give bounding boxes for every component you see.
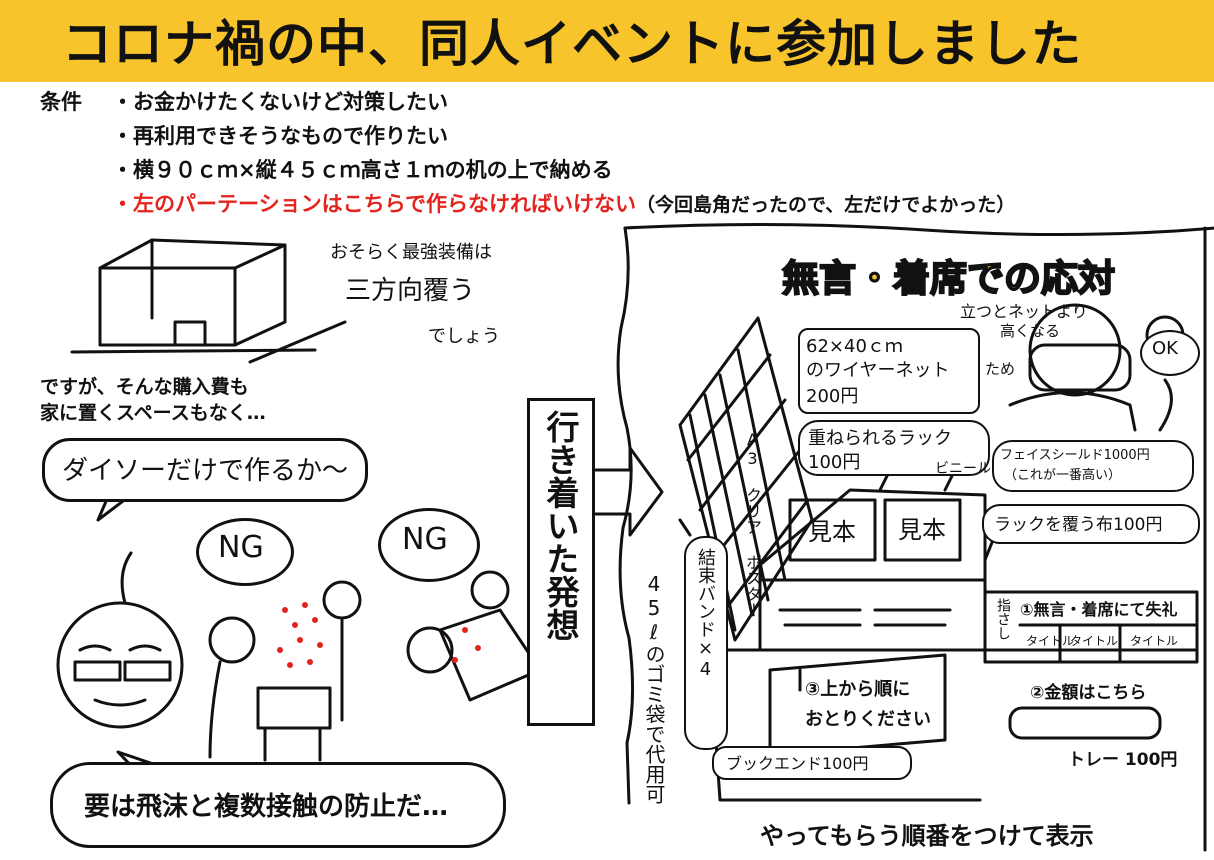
ng-bubble: [378, 508, 480, 582]
face-shield-label: フェイスシールド1000円: [1000, 448, 1150, 463]
condition-red-text: ・左のパーテーションはこちらで作らなければいけない: [112, 192, 636, 216]
condition-item: ・再利用できそうなもので作りたい: [112, 124, 448, 148]
step1-tag: タイトル: [1026, 634, 1075, 648]
stand-higher-note: 立つとネットより: [960, 302, 1088, 321]
wire-net-label: 62×40ｃｍ: [806, 336, 903, 357]
title-banner: [0, 0, 1214, 82]
step1-title: ①無言・着席にて失礼: [1020, 600, 1178, 619]
bookend-label-box: [712, 746, 912, 780]
conditions-label: 条件: [40, 90, 82, 114]
daiso-bubble-text: ダイソーだけで作るか～: [62, 456, 349, 486]
vinyl-label: ビニール: [935, 461, 991, 477]
idea-text: 行き着いた発想: [541, 410, 580, 641]
ok-bubble: [1140, 330, 1200, 376]
rack-label-box: [798, 420, 990, 476]
step1-side: 指さし: [995, 598, 1011, 640]
cloth-label: ラックを覆う布100円: [994, 515, 1163, 535]
daiso-speech-bubble: [42, 438, 368, 502]
cable-ties-label-box: [684, 536, 728, 750]
a3-poster-label: A3 クリア ポスター: [743, 430, 762, 618]
ng-bubble: [196, 518, 294, 586]
bottom-caption: やってもらう順番をつけて表示: [760, 822, 1094, 850]
condition-item: ・お金かけたくないけど対策したい: [112, 90, 448, 114]
however-text-2: 家に置くスペースもなく…: [40, 402, 266, 424]
step2-label: ②金額はこちら: [1030, 683, 1147, 703]
cloth-label-box: [982, 504, 1200, 544]
face-shield-label-box: [992, 440, 1194, 492]
right-panel-title: 無言・着席での応対: [781, 256, 1116, 301]
wire-net-label-box: [798, 328, 980, 414]
strongest-text-1: おそらく最強装備は: [330, 242, 492, 263]
condition-item: ・横９０ｃｍ×縦４５ｃｍ高さ１ｍの机の上で納める: [112, 158, 613, 182]
face-shield-note: （これが一番高い）: [1004, 468, 1122, 483]
ng-text: NG: [218, 530, 264, 565]
tray-label: トレー 100円: [1068, 750, 1178, 770]
ng-text: NG: [402, 522, 448, 557]
strongest-text-2: 三方向覆う: [345, 276, 476, 306]
step1-tag: タイトル: [1130, 634, 1179, 648]
step3-label: おとりください: [805, 709, 931, 730]
summary-bubble: [50, 762, 506, 848]
wire-net-label: のワイヤーネット: [806, 360, 950, 381]
stand-higher-note: 高くなる: [1000, 322, 1061, 340]
however-text-1: ですが、そんな購入費も: [40, 376, 249, 398]
summary-text: 要は飛沫と複数接触の防止だ…: [84, 792, 449, 822]
sample-label: 見本: [898, 516, 946, 544]
ok-text: OK: [1152, 338, 1178, 359]
condition-item-red: ・左のパーテーションはこちらで作らなければいけない（今回島角だったので、左だけで…: [112, 188, 1015, 218]
stand-higher-note: ため: [985, 360, 1016, 378]
idea-box: [527, 398, 595, 726]
step1-tag: タイトル: [1070, 634, 1119, 648]
bookend-label: ブックエンド100円: [726, 754, 869, 773]
strongest-text-3: でしょう: [428, 326, 500, 347]
condition-note: （今回島角だったので、左だけでよかった）: [635, 194, 1016, 216]
wire-net-price: 200円: [806, 386, 859, 407]
sample-label: 見本: [808, 518, 856, 546]
rack-label: 重ねられるラック: [808, 428, 952, 449]
rack-price: 100円: [808, 452, 861, 473]
trash-bag-note: 45ℓのゴミ袋で代用可: [642, 572, 666, 804]
step3-label: ③上から順に: [805, 679, 911, 700]
page-title: コロナ禍の中、同人イベントに参加しました: [62, 15, 1082, 73]
cable-ties-label: 結束バンド×4: [695, 548, 716, 680]
